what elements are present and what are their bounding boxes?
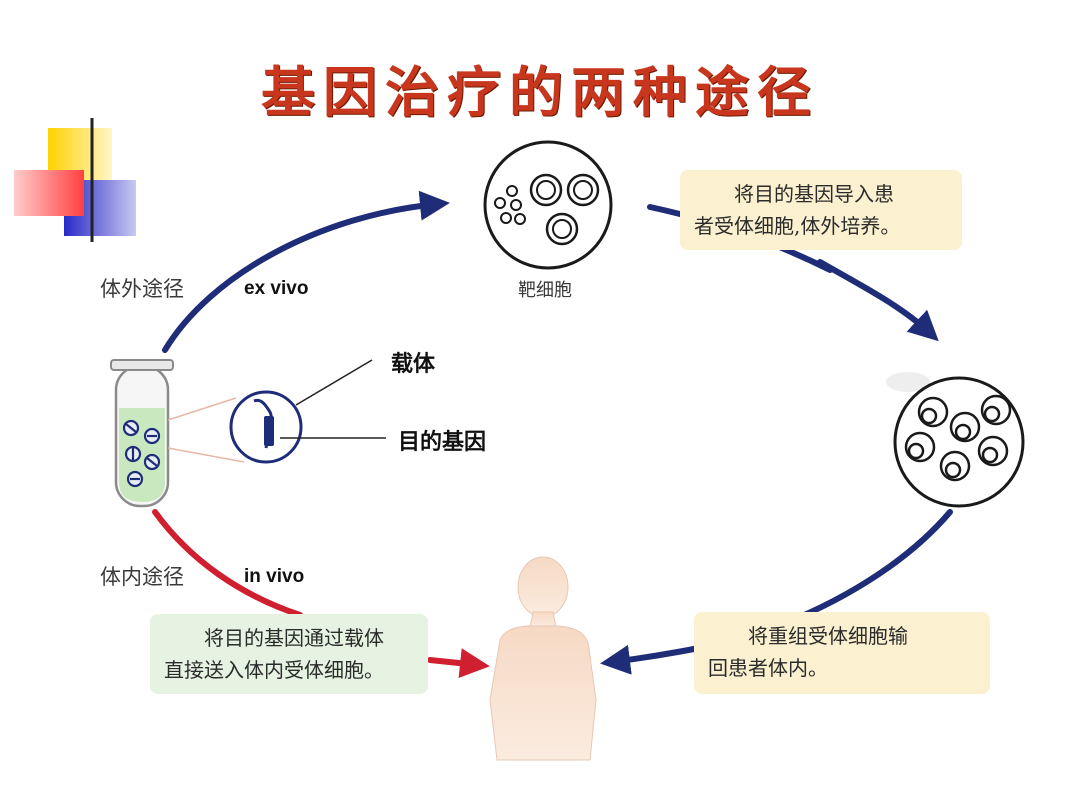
ex-vivo-cn-label: 体外途径 [100,277,184,301]
in-vivo-path [152,509,490,679]
ex-vivo-en-label: ex vivo [244,278,309,299]
box-line: 回患者体内。 [708,656,828,680]
plasmid-icon [229,390,303,464]
cell-dish-icon [483,140,613,270]
page-title: 基因治疗的两种途径 [261,60,819,124]
box-line: 者受体细胞,体外培养。 [694,214,901,238]
in-vivo-direct-box: 将目的基因通过载体 直接送入体内受体细胞。 [150,614,428,694]
human-silhouette-icon [489,556,597,761]
ex-vivo-transfer-box: 将目的基因导入患 者受体细胞,体外培养。 [680,170,962,250]
reinfuse-box: 将重组受体细胞输 回患者体内。 [694,612,990,694]
box-line: 直接送入体内受体细胞。 [164,658,384,682]
vector-label: 载体 [391,352,436,377]
callout-lines [280,359,386,439]
box-line: 将目的基因导入患 [734,182,894,206]
target-cells-label: 靶细胞 [518,280,572,301]
zoom-lines [167,397,245,463]
in-vivo-cn-label: 体内途径 [100,565,184,589]
box-line: 将重组受体细胞输 [748,624,908,648]
test-tube-icon [110,359,174,508]
target-gene-label: 目的基因 [398,430,487,455]
cultured-cells-dish-icon [886,372,1025,508]
box-line: 将目的基因通过载体 [204,626,384,650]
in-vivo-en-label: in vivo [244,566,305,587]
